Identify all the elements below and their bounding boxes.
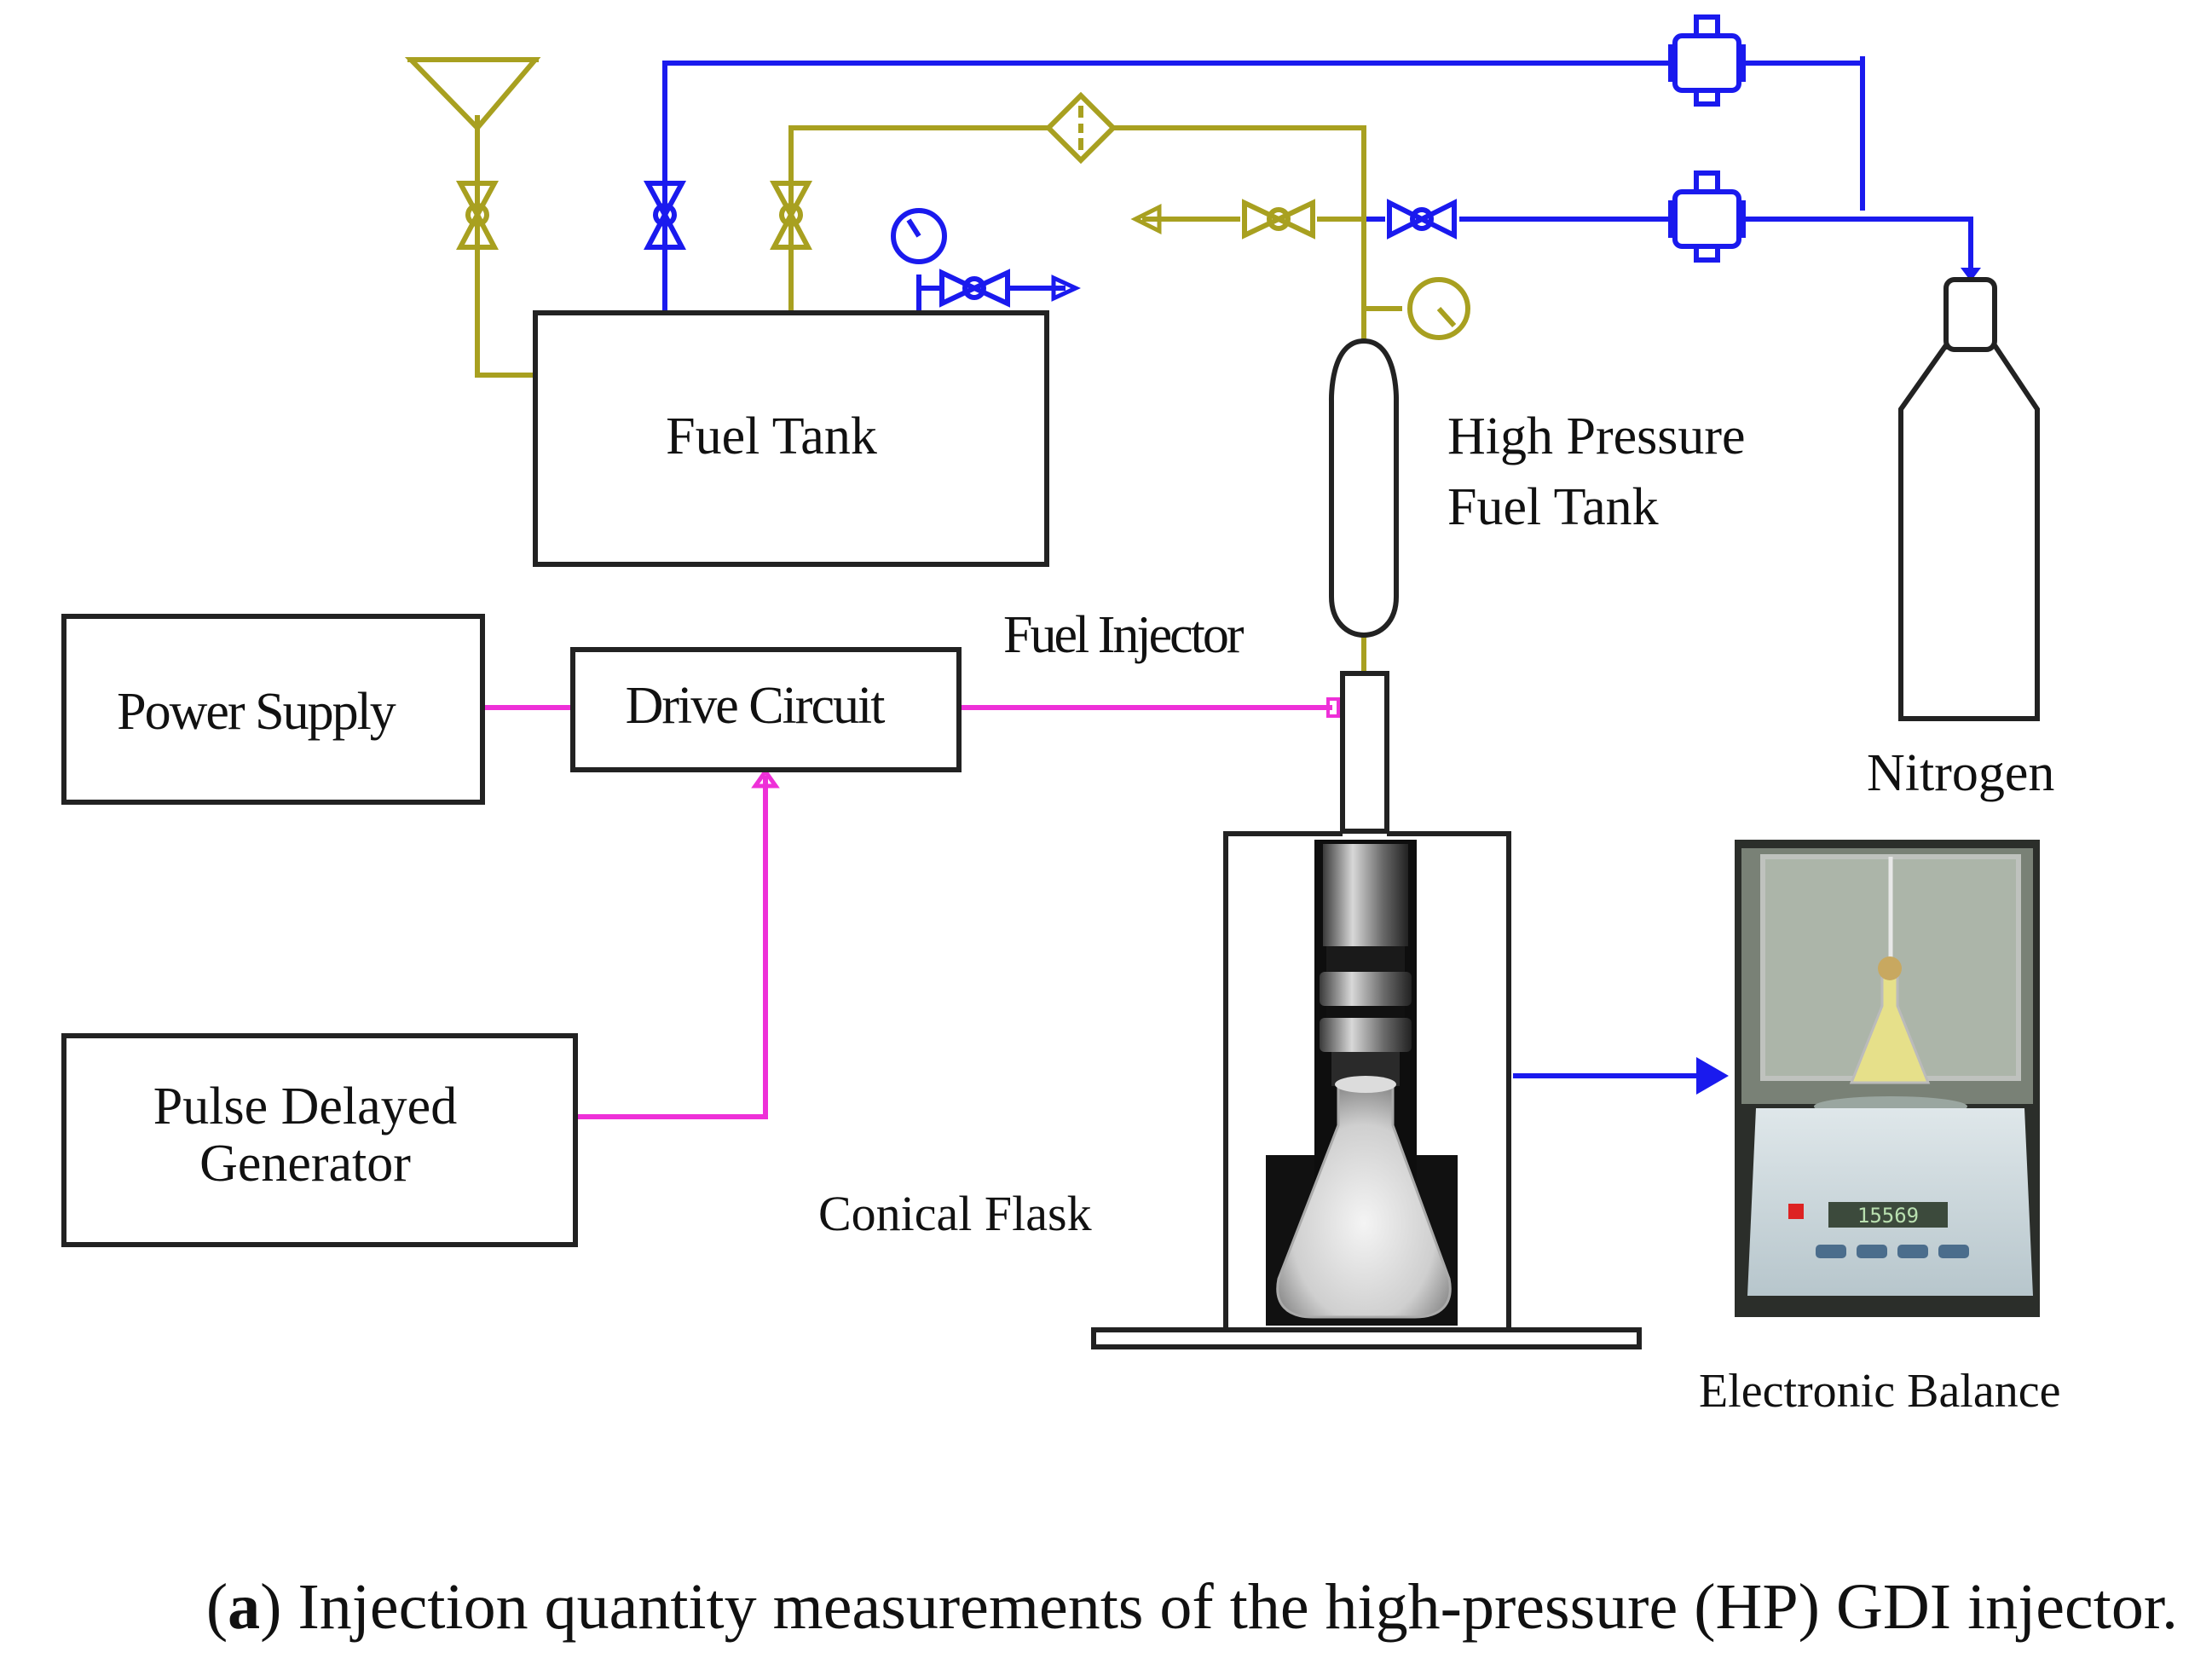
power-supply-box (61, 614, 485, 805)
enclosure-base-plate (1091, 1327, 1642, 1349)
fuel-lines (475, 115, 1402, 673)
flow-arrow-to-balance (1696, 1057, 1729, 1095)
drive-circuit-label: Drive Circuit (626, 677, 886, 735)
fuel-injector-label: Fuel Injector (1003, 606, 1245, 664)
pressure-regulator-icon (1668, 14, 1746, 107)
nitrogen-lines (662, 56, 1973, 1078)
needle-valve-icon (1387, 199, 1457, 240)
vent-valve-icon (916, 269, 1010, 313)
electronic-balance-photo: 15569 (1735, 840, 2040, 1317)
pressure-regulator-icon (1668, 170, 1746, 263)
needle-valve-icon (643, 181, 687, 250)
figure-caption: (a) Injection quantity measurements of t… (205, 1571, 2178, 1643)
drive-circuit-box (570, 647, 962, 772)
hp-tank-label-line2: Fuel Tank (1447, 478, 1659, 536)
conical-flask-photo (1266, 840, 1458, 1326)
power-supply-label: Power Supply (117, 683, 396, 741)
pulse-generator-box (61, 1033, 578, 1247)
needle-valve-icon (455, 181, 500, 250)
hp-tank-label-line1: High Pressure (1447, 407, 1746, 465)
caption-tag: a (228, 1571, 261, 1643)
pulse-generator-label-line2: Generator (199, 1135, 411, 1193)
needle-valve-icon (769, 181, 813, 250)
fuel-injector-body (1340, 671, 1389, 834)
electronic-balance-label: Electronic Balance (1699, 1365, 2060, 1418)
filter-icon (1044, 91, 1118, 165)
nitrogen-cylinder (1898, 277, 2040, 721)
balance-display: 15569 (1857, 1204, 1919, 1228)
pulse-generator-label-line1: Pulse Delayed (153, 1078, 457, 1135)
pressure-gauge-icon (1407, 277, 1470, 340)
high-pressure-fuel-tank (1328, 338, 1400, 638)
conical-flask-label: Conical Flask (818, 1186, 1092, 1241)
nitrogen-inlet-arrow (1961, 268, 1981, 281)
injector-connector (1326, 697, 1340, 718)
caption-text: Injection quantity measurements of the h… (297, 1571, 2178, 1643)
flask-enclosure (1223, 831, 1511, 1330)
fuel-tank-box (533, 310, 1049, 567)
drain-valve-icon (1142, 199, 1315, 240)
fuel-tank-label: Fuel Tank (666, 407, 877, 465)
signal-lines (482, 705, 1332, 1119)
drain-arrow-left (1130, 203, 1162, 235)
pressure-gauge-icon (891, 208, 947, 264)
funnel-icon (404, 57, 541, 132)
vent-arrow-right (1051, 274, 1081, 302)
nitrogen-label: Nitrogen (1867, 744, 2054, 802)
signal-arrow-up (751, 767, 780, 789)
